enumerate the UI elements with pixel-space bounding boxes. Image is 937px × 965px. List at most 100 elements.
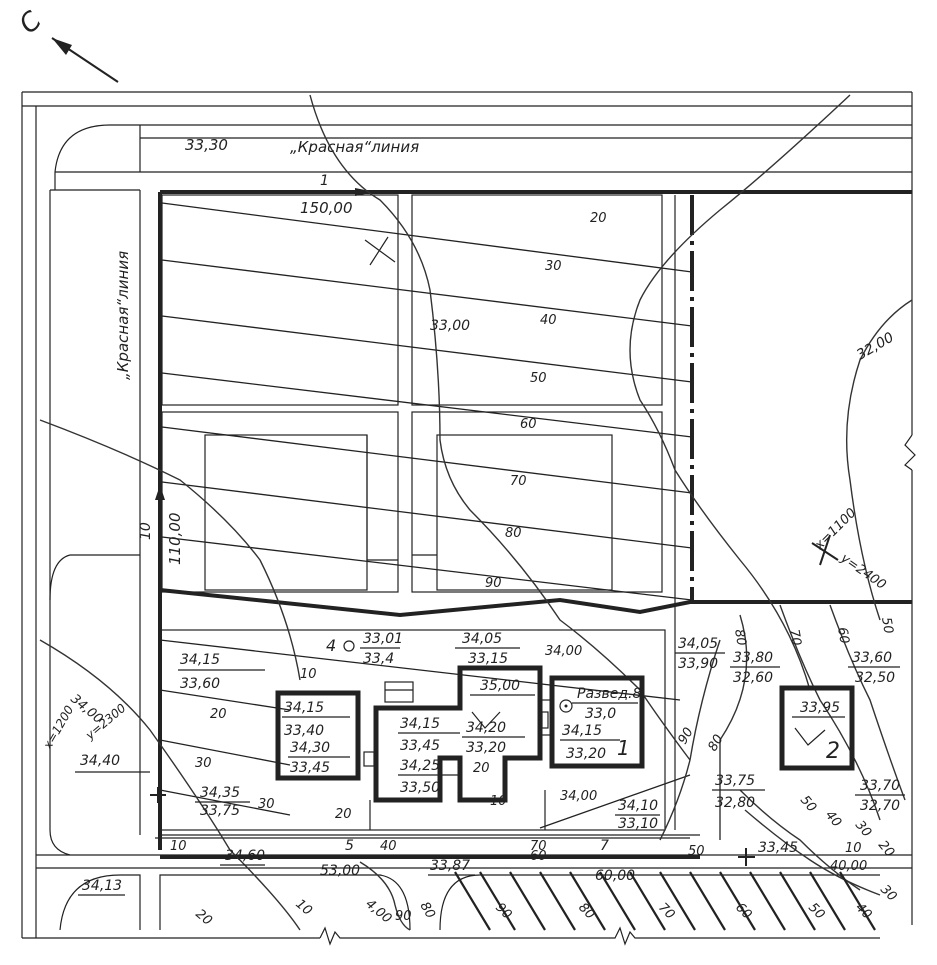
grade-label: 40: [852, 900, 874, 922]
grade-label: 80: [505, 526, 522, 541]
red-line-left-label: „Красная“линия: [114, 251, 132, 380]
svg-text:32,80: 32,80: [715, 795, 755, 811]
elev-mark: 33,45: [758, 840, 798, 856]
grade-label: 20: [473, 761, 490, 776]
elev-mark: 34,15 33,20: [560, 723, 620, 762]
svg-text:34,15: 34,15: [180, 652, 220, 668]
svg-text:32,50: 32,50: [855, 670, 895, 686]
grade-label: 60: [834, 626, 852, 645]
grade-label: 80: [731, 628, 749, 647]
well-value: 33,0: [585, 706, 616, 722]
top-edge-num: 1: [320, 173, 329, 189]
svg-text:33,90: 33,90: [678, 656, 718, 672]
svg-text:33,20: 33,20: [566, 746, 606, 762]
left-edge-num: 10: [138, 522, 154, 540]
contour-label: 33,00: [430, 318, 470, 334]
grade-labels: 20 30 40 50 60 70 80 90 10 20 30 30 20 1…: [170, 211, 899, 929]
grade-label: 50: [797, 793, 819, 815]
contour-label: 34,00: [560, 789, 597, 804]
grade-label: 30: [545, 259, 562, 274]
svg-text:33,01: 33,01: [363, 631, 403, 647]
grade-label: 10: [300, 667, 317, 682]
north-label: С: [14, 5, 49, 40]
grade-label: 30: [877, 882, 899, 904]
contour-bottom-label: 40,00: [830, 859, 867, 874]
svg-text:33,60: 33,60: [852, 650, 892, 666]
building-1: [549, 675, 645, 769]
svg-text:33,20: 33,20: [466, 740, 506, 756]
elev-mark: 33,01 33,4: [360, 631, 403, 667]
grade-label: 20: [590, 211, 607, 226]
grade-label: 70: [530, 839, 547, 854]
bottom-num-1: 5: [345, 838, 354, 854]
svg-text:34,30: 34,30: [290, 740, 330, 756]
coord-left-x: x=1200: [40, 703, 77, 752]
grade-label: 10: [170, 839, 187, 854]
grade-label: 70: [786, 628, 804, 647]
grade-label: 80: [705, 732, 726, 754]
grade-label: 90: [492, 900, 514, 922]
grade-label: 50: [530, 371, 547, 386]
elev-mark: 34,60: [220, 848, 265, 866]
grade-lines: [159, 202, 700, 836]
svg-text:34,60: 34,60: [225, 848, 265, 864]
elev-mark: 33,87: [428, 858, 475, 876]
grade-label: 90: [485, 576, 502, 591]
svg-text:35,00: 35,00: [480, 678, 520, 694]
building-numbers: 1 2 4: [326, 636, 840, 764]
svg-text:33,75: 33,75: [200, 803, 240, 819]
grade-label: 80: [417, 900, 438, 922]
grade-label: 70: [510, 474, 527, 489]
contours: [39, 94, 913, 931]
svg-text:34,25: 34,25: [400, 758, 440, 774]
grade-label: 40: [822, 808, 844, 830]
elev-mark: 33,95: [792, 700, 845, 746]
grade-label: 10: [845, 841, 862, 856]
left-edge-len: 110,00: [166, 513, 184, 566]
svg-text:34,15: 34,15: [562, 723, 602, 739]
contour-label: 34,00: [545, 644, 582, 659]
svg-text:33,40: 33,40: [284, 723, 324, 739]
svg-text:34,05: 34,05: [462, 631, 502, 647]
well-label: Развед.8: [577, 686, 641, 702]
grade-label: 50: [878, 616, 896, 635]
grade-label: 10: [292, 897, 314, 919]
north-arrow: С: [14, 5, 119, 83]
bottom-num-2: 7: [600, 838, 609, 854]
building-main: [373, 665, 543, 803]
building-2-label: 2: [826, 739, 840, 764]
corner-elev: 33,30: [185, 136, 228, 154]
svg-text:33,87: 33,87: [430, 858, 470, 874]
contour-label: 4,00: [362, 897, 394, 927]
svg-text:32,70: 32,70: [860, 798, 900, 814]
grade-label: 30: [195, 756, 212, 771]
grade-label: 20: [335, 807, 352, 822]
svg-text:34,10: 34,10: [618, 798, 658, 814]
svg-text:34,15: 34,15: [400, 716, 440, 732]
svg-text:33,10: 33,10: [618, 816, 658, 832]
elev-mark: 34,30 33,45: [288, 740, 350, 776]
building-4-label: 4: [326, 636, 336, 655]
svg-text:33,4: 33,4: [363, 651, 394, 667]
grade-label: 60: [732, 900, 754, 922]
grade-label: 60: [530, 849, 547, 864]
svg-text:33,45: 33,45: [290, 760, 330, 776]
building-2: [779, 685, 855, 771]
grade-label: 90: [675, 725, 696, 747]
building-1-label: 1: [617, 736, 630, 760]
top-edge-len: 150,00: [300, 199, 353, 217]
grade-label: 20: [210, 707, 227, 722]
buildings: [275, 640, 855, 803]
well-mark: Развед.8 33,0: [572, 686, 641, 722]
svg-text:34,13: 34,13: [82, 878, 122, 894]
elev-mark: 34,10 33,10: [615, 798, 660, 832]
